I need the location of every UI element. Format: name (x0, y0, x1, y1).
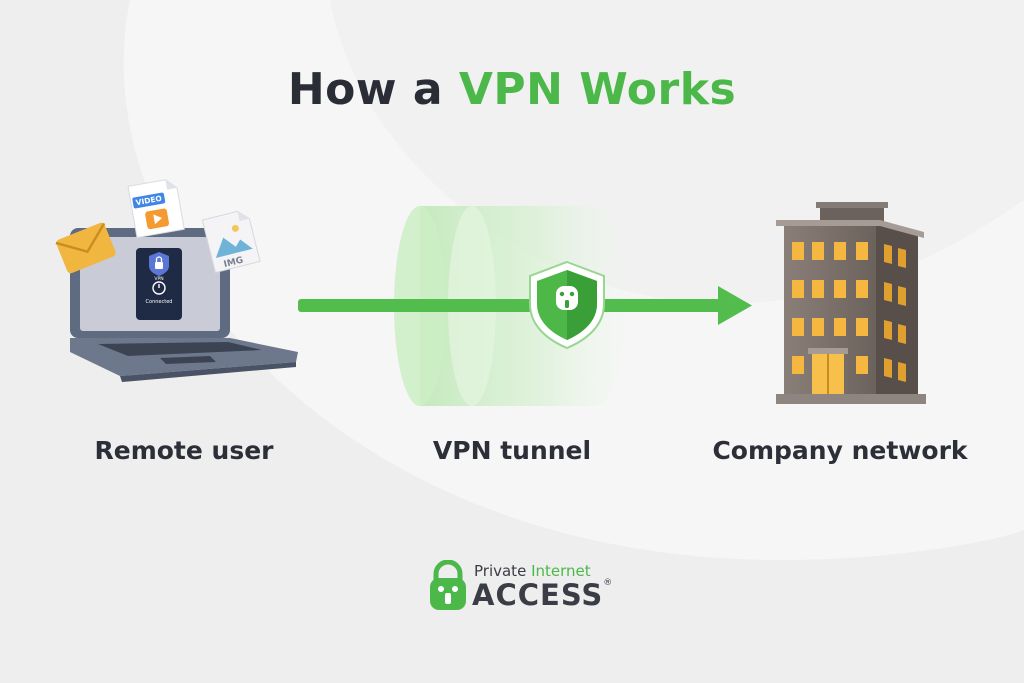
registered-mark: ® (603, 578, 614, 588)
brand-line1: Private Internet (474, 562, 591, 580)
title-accent: VPN Works (458, 64, 737, 115)
data-flow-arrow (298, 286, 752, 325)
label-vpn-tunnel: VPN tunnel (432, 436, 592, 465)
video-file-icon (127, 179, 185, 239)
page-title: How a VPN Works (0, 64, 1024, 115)
building-illustration (776, 202, 926, 404)
brand-line1-accent: Internet (531, 562, 591, 580)
envelope-icon (55, 222, 116, 274)
brand-name: ACCESS (472, 578, 604, 612)
label-company-network: Company network (712, 436, 968, 465)
brand-line2: ACCESS® (472, 578, 613, 612)
title-prefix: How a (287, 64, 459, 115)
image-file-label: IMG (223, 256, 245, 270)
padlock-icon (430, 560, 466, 610)
image-file-icon (201, 210, 261, 274)
brand-logo: Private Internet ACCESS® (428, 560, 612, 616)
connection-status: Connected (146, 299, 173, 305)
vpn-badge-label: VPN (154, 276, 163, 282)
label-remote-user: Remote user (94, 436, 274, 465)
brand-line1-prefix: Private (474, 562, 532, 580)
shield-icon (529, 260, 605, 350)
